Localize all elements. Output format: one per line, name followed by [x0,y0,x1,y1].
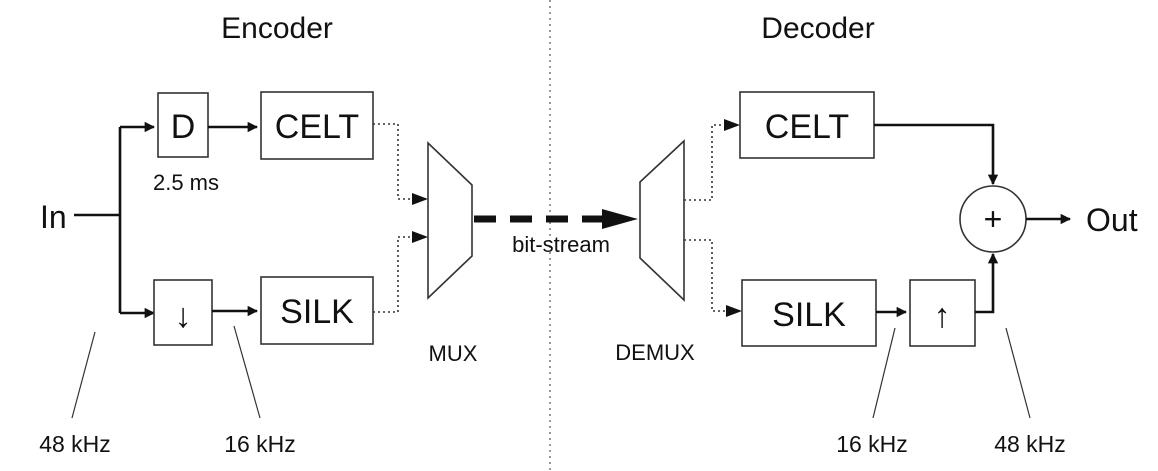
output-label: Out [1086,202,1138,238]
rate-silk-leader [233,325,261,419]
encoder-silk-label: SILK [280,293,354,331]
decoder-rate-silk-leader [872,327,896,419]
rate-out-leader [1005,327,1031,419]
demux-to-silk-link [684,239,730,312]
encoder-title: Encoder [221,12,333,45]
sum-symbol: + [984,201,1003,237]
encoder-celt-label: CELT [275,108,359,146]
encoder-celt-block [260,91,374,160]
rate-in-leader [71,331,96,419]
celt-to-mux-arrowhead [412,193,428,205]
decoder-celt-label: CELT [765,108,849,146]
bit-stream-arrowhead [602,209,638,229]
rate-in-label: 48 kHz [39,431,111,457]
upsample-block-label: ↑ [934,297,951,335]
demux-to-silk-arrowhead [726,305,742,317]
input-label: In [40,199,67,235]
demux-to-celt-arrowhead [724,119,740,131]
rate-out-label: 48 kHz [994,431,1066,457]
celt-to-mux-link [373,123,418,200]
decoder-celt-block [739,91,875,159]
encoder-rate-silk-label: 16 kHz [224,431,296,457]
silk-to-mux-link [373,236,418,313]
mux-label: MUX [429,341,478,366]
delay-note: 2.5 ms [153,170,219,195]
bit-stream-label: bit-stream [512,232,610,257]
delay-block [157,92,209,158]
downsample-block-label: ↓ [175,297,192,335]
decoder-rate-silk-label: 16 kHz [836,431,908,457]
decoder-silk-label: SILK [772,296,846,334]
downsample-block [153,279,213,346]
demux-to-celt-link [684,124,728,201]
encoder-silk-block [260,276,374,345]
demux-label: DEMUX [615,340,695,365]
wire-upsample-to-sum [975,252,999,314]
decoder-title: Decoder [761,12,874,45]
silk-to-mux-arrowhead [412,231,428,243]
wire-celt-to-sum [874,123,999,186]
mux-block [427,141,473,300]
demux-block [639,139,685,302]
delay-block-label: D [171,108,196,146]
